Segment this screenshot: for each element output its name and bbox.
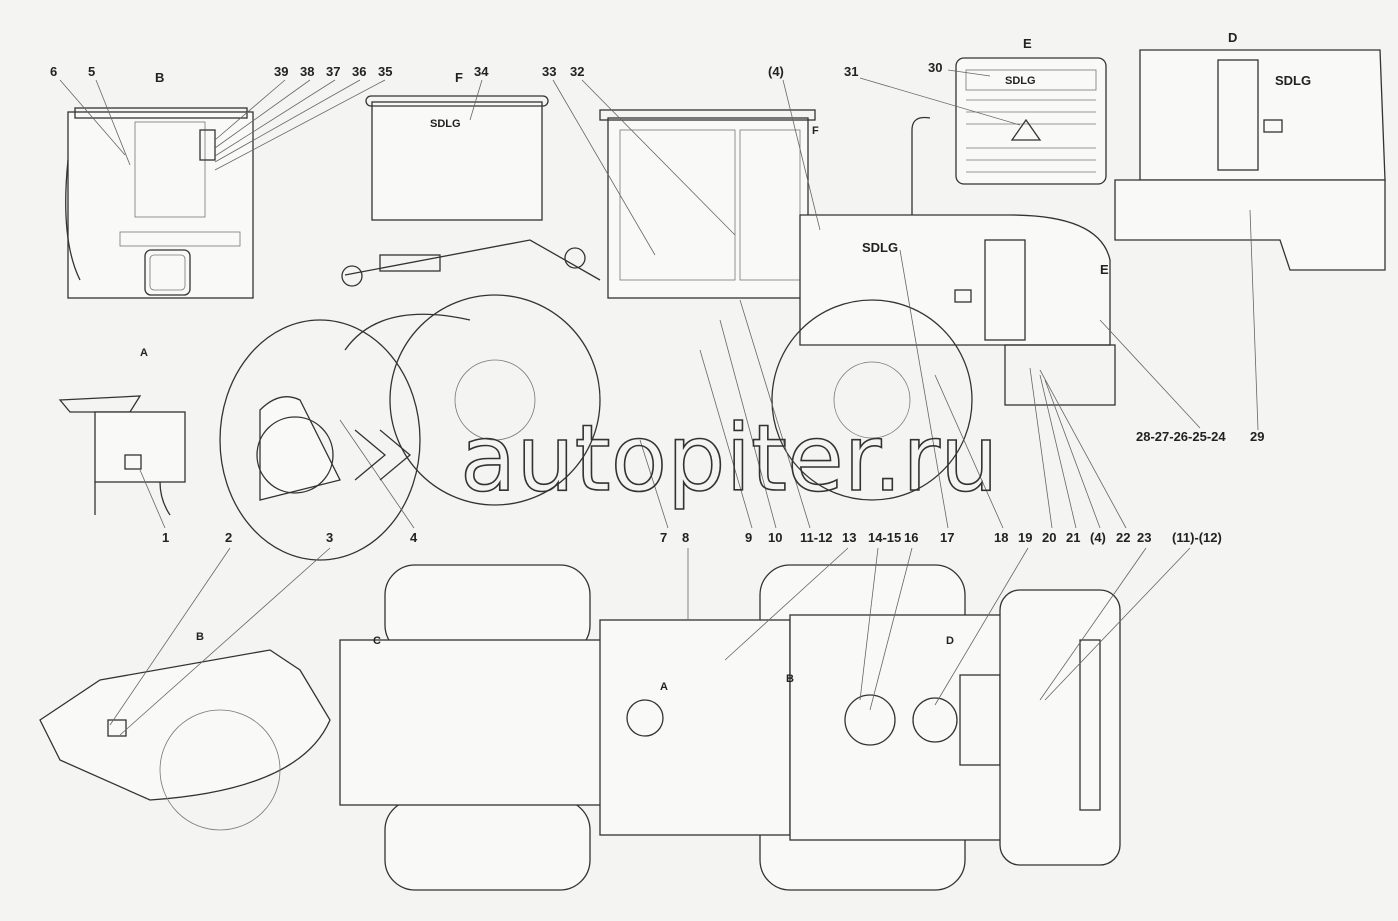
callout: 14-15 — [868, 530, 901, 545]
view-label-rot-a: A — [140, 347, 148, 359]
view-label-e: E — [1023, 36, 1032, 51]
callout: (4) — [768, 64, 784, 79]
brand-marking: SDLG — [430, 118, 461, 130]
callout: 28-27-26-25-24 — [1136, 429, 1226, 444]
callout: 19 — [1018, 530, 1032, 545]
brand-marking-side: SDLG — [862, 240, 898, 255]
callout: 29 — [1250, 429, 1264, 444]
view-arrow-f: F — [812, 125, 819, 137]
rear-side-view: SDLG — [1114, 49, 1386, 271]
callout: (11)-(12) — [1172, 530, 1222, 545]
plan-label-c: C — [373, 635, 381, 647]
callout: 2 — [225, 530, 232, 545]
callout: 35 — [378, 64, 392, 79]
callout: 16 — [904, 530, 918, 545]
view-label-rot-b: B — [196, 631, 204, 643]
view-label-f: F — [455, 70, 463, 85]
callout: 1 — [162, 530, 169, 545]
callout: 11-12 — [800, 530, 833, 545]
leader-lines — [59, 69, 1259, 736]
rear-grille-view: SDLG — [955, 57, 1107, 185]
callout: 39 — [274, 64, 288, 79]
callout: 8 — [682, 530, 689, 545]
callout: 22 — [1116, 530, 1130, 545]
brand-marking-e: SDLG — [1005, 75, 1036, 87]
view-arrow-e: E — [1100, 262, 1109, 277]
callout: 38 — [300, 64, 314, 79]
plan-label-a: A — [660, 681, 668, 693]
plan-label-b: B — [786, 673, 794, 685]
callout: 31 — [844, 64, 858, 79]
view-label-b: B — [155, 70, 164, 85]
loader-plan-view — [339, 564, 1121, 891]
callout: 21 — [1066, 530, 1080, 545]
callout: 5 — [88, 64, 95, 79]
callout: 10 — [768, 530, 782, 545]
callout: 32 — [570, 64, 584, 79]
loader-side-view: SDLG — [341, 109, 1116, 506]
callout: (4) — [1090, 530, 1106, 545]
callout: 23 — [1137, 530, 1151, 545]
callout: 34 — [474, 64, 489, 79]
callout: 3 — [326, 530, 333, 545]
plan-label-d: D — [946, 635, 954, 647]
callout: 6 — [50, 64, 57, 79]
cab-rear-view — [65, 107, 254, 299]
roof-top-view: SDLG — [365, 95, 549, 221]
callout: 37 — [326, 64, 340, 79]
steering-detail — [58, 395, 186, 516]
callout: 17 — [940, 530, 954, 545]
callout: 13 — [842, 530, 856, 545]
brand-marking-d: SDLG — [1275, 73, 1311, 88]
bucket-detail — [219, 319, 421, 561]
callout: 36 — [352, 64, 366, 79]
callout: 30 — [928, 60, 942, 75]
callout: 7 — [660, 530, 667, 545]
top-callouts: 6 5 39 38 37 36 35 34 33 32 (4) 31 30 28… — [50, 60, 1264, 444]
watermark-text: autopiter.ru — [460, 405, 998, 512]
callout: 20 — [1042, 530, 1056, 545]
watermark: autopiter.ru — [256, 404, 999, 513]
boom-detail — [39, 649, 331, 831]
callout: 33 — [542, 64, 556, 79]
view-label-d: D — [1228, 30, 1237, 45]
bottom-callouts: 1 2 3 4 7 8 9 10 11-12 13 14-15 16 17 18… — [162, 530, 1222, 545]
callout: 9 — [745, 530, 752, 545]
callout: 18 — [994, 530, 1008, 545]
callout: 4 — [410, 530, 418, 545]
